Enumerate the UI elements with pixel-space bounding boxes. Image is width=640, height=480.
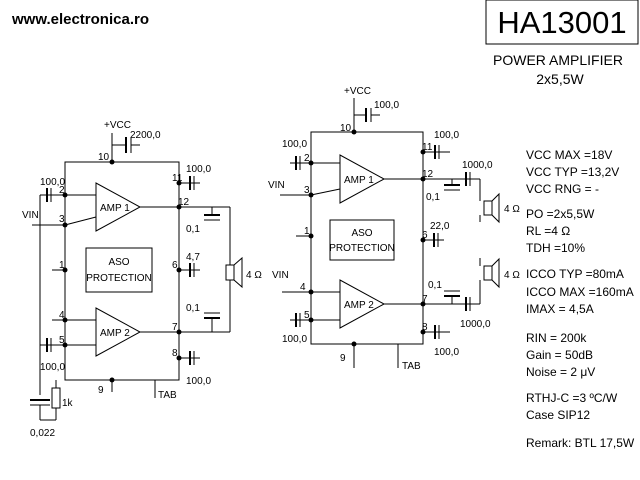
power-rating: 2x5,5W — [536, 71, 584, 87]
website-label: www.electronica.ro — [11, 11, 149, 28]
right-pin-6: 6 — [422, 230, 428, 241]
spec-remark: Remark: BTL 17,5W — [526, 436, 635, 450]
left-cap-top: 100,0 — [186, 164, 211, 175]
spec-gain: Gain = 50dB — [526, 348, 593, 362]
left-cap-mid2: 0,1 — [186, 303, 200, 314]
left-pin-1: 1 — [59, 260, 65, 271]
right-aso-box — [329, 219, 395, 261]
right-vin-bottom: VIN — [272, 270, 289, 281]
left-pin-5: 5 — [59, 335, 65, 346]
left-cap-bottom-right: 100,0 — [186, 376, 211, 387]
right-pin-1: 1 — [304, 226, 310, 237]
spec-vcc-typ: VCC TYP =13,2V — [526, 165, 619, 179]
right-cap-supply: 100,0 — [374, 100, 399, 111]
right-pin-3: 3 — [304, 185, 310, 196]
right-cap-01-bottom: 0,1 — [428, 280, 442, 291]
right-amp2-label: AMP 2 — [344, 300, 374, 311]
left-vcc-label: +VCC — [104, 120, 131, 131]
left-pin-12: 12 — [178, 197, 190, 208]
left-pin-11: 11 — [172, 173, 183, 184]
left-pin-9: 9 — [98, 385, 104, 396]
left-circuit: +VCC 2200,0 10 AMP 1 AMP 2 ASO PROTECTIO… — [22, 120, 262, 439]
left-aso-line1: ASO — [108, 257, 129, 268]
right-cap-big-bottom: 1000,0 — [460, 319, 491, 330]
right-pin-9: 9 — [340, 353, 346, 364]
left-aso-box — [85, 247, 153, 293]
left-speaker-icon — [225, 264, 235, 281]
left-pin-2: 2 — [59, 185, 65, 196]
right-aso-line2: PROTECTION — [329, 243, 395, 254]
left-cap-47: 4,7 — [186, 252, 200, 263]
left-speaker-label: 4 Ω — [246, 270, 262, 281]
left-pin-6: 6 — [172, 260, 178, 271]
spec-case: Case SIP12 — [526, 408, 590, 422]
right-amp1-triangle — [339, 154, 386, 204]
right-cap-in-bottom: 100,0 — [282, 334, 307, 345]
right-aso-line1: ASO — [351, 228, 372, 239]
right-pin-2: 2 — [304, 153, 310, 164]
left-aso-line2: PROTECTION — [86, 273, 152, 284]
spec-vcc-max: VCC MAX =18V — [526, 148, 612, 162]
left-tab-label: TAB — [158, 390, 177, 401]
left-res: 1k — [62, 398, 74, 409]
right-speaker-top-label: 4 Ω — [504, 204, 520, 215]
spec-icco-typ: ICCO TYP =80mA — [526, 267, 624, 281]
right-speaker-bottom-icon — [483, 265, 493, 281]
right-cap-out-top: 100,0 — [434, 130, 459, 141]
left-cap-small: 0,022 — [30, 428, 55, 439]
left-amp2-label: AMP 2 — [100, 328, 130, 339]
part-number: HA13001 — [497, 5, 626, 40]
spec-imax: IMAX = 4,5A — [526, 302, 594, 316]
right-pin-11: 11 — [422, 142, 433, 153]
right-circuit: +VCC 100,0 10 AMP 1 AMP 2 ASO PROTECTION… — [268, 86, 520, 372]
right-cap-22: 22,0 — [430, 221, 450, 232]
spec-icco-max: ICCO MAX =160mA — [526, 285, 634, 299]
right-amp1-label: AMP 1 — [344, 175, 374, 186]
right-vin-top: VIN — [268, 180, 285, 191]
spec-rth: RTHJ-C =3 ºC/W — [526, 391, 618, 405]
right-pin-8: 8 — [422, 322, 428, 333]
left-amp1-triangle — [95, 182, 142, 232]
right-speaker-top-icon — [483, 200, 493, 216]
spec-list: VCC MAX =18V VCC TYP =13,2V VCC RNG = - … — [526, 148, 635, 450]
spec-tdh: TDH =10% — [526, 241, 585, 255]
title-box — [485, 0, 639, 45]
right-pin-4: 4 — [300, 282, 306, 293]
right-pin-7: 7 — [422, 294, 428, 305]
left-cap-in1: 100,0 — [40, 177, 65, 188]
left-cap-supply: 2200,0 — [130, 130, 161, 141]
right-vcc-label: +VCC — [344, 86, 371, 97]
spec-rin: RIN = 200k — [526, 331, 587, 345]
right-pin-5: 5 — [304, 310, 310, 321]
right-pin-12: 12 — [422, 169, 434, 180]
right-cap-out-bottom: 100,0 — [434, 347, 459, 358]
left-pin-8: 8 — [172, 348, 178, 359]
right-tab-label: TAB — [402, 361, 421, 372]
right-speaker-bottom-label: 4 Ω — [504, 270, 520, 281]
right-cap-big-top: 1000,0 — [462, 160, 493, 171]
right-pin-10: 10 — [340, 123, 352, 134]
spec-rl: RL =4 Ω — [526, 224, 570, 238]
spec-po: PO =2x5,5W — [526, 207, 595, 221]
left-cap-mid1: 0,1 — [186, 224, 200, 235]
left-vin-label: VIN — [22, 210, 39, 221]
left-amp2-triangle — [95, 307, 142, 357]
left-pin-10: 10 — [98, 152, 110, 163]
left-amp1-label: AMP 1 — [100, 203, 130, 214]
right-cap-01-top: 0,1 — [426, 192, 440, 203]
left-cap-bottom-left: 100,0 — [40, 362, 65, 373]
left-pin-3: 3 — [59, 214, 65, 225]
left-pin-7: 7 — [172, 322, 178, 333]
right-cap-in-top: 100,0 — [282, 139, 307, 150]
spec-noise: Noise = 2 μV — [526, 365, 595, 379]
right-amp2-triangle — [339, 279, 386, 329]
subtitle: POWER AMPLIFIER — [493, 52, 623, 68]
spec-vcc-rng: VCC RNG = - — [526, 182, 599, 196]
left-pin-4: 4 — [59, 310, 65, 321]
